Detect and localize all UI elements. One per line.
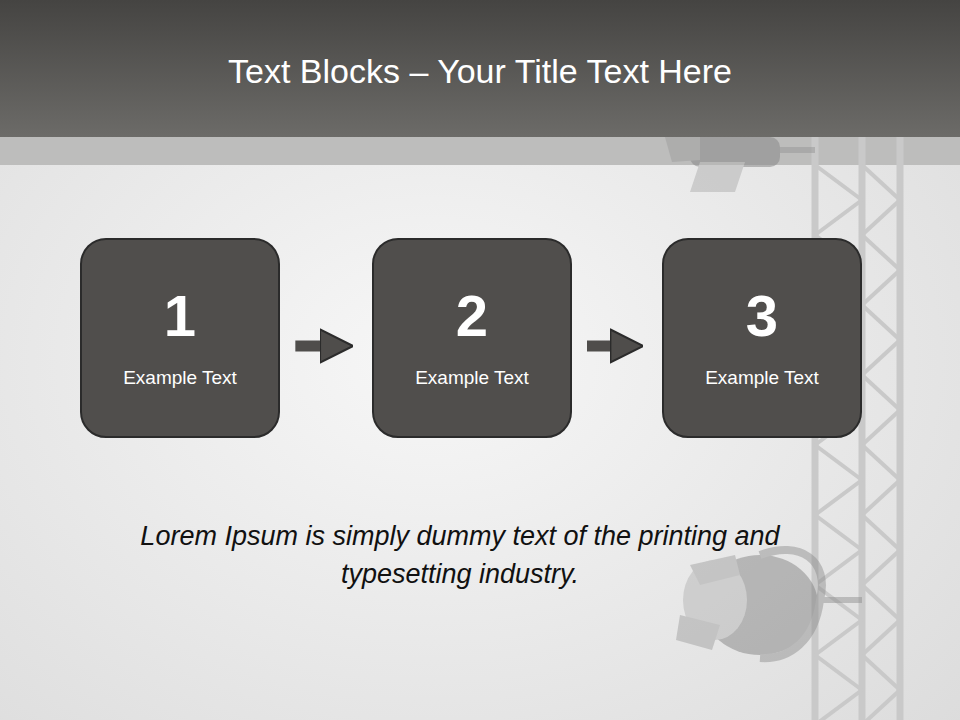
- step-label: Example Text: [415, 367, 529, 389]
- spotlight-top: [665, 137, 815, 192]
- flow-arrow: [587, 341, 617, 352]
- spotlight-bottom: [676, 550, 862, 658]
- flow-arrow: [295, 341, 326, 352]
- step-label: Example Text: [705, 367, 819, 389]
- process-box: 3Example Text: [662, 238, 862, 438]
- step-number: 1: [164, 287, 196, 345]
- header-band: [0, 0, 960, 137]
- step-number: 2: [456, 287, 488, 345]
- process-box: 1Example Text: [80, 238, 280, 438]
- process-box: 2Example Text: [372, 238, 572, 438]
- step-label: Example Text: [123, 367, 237, 389]
- caption-text: Lorem Ipsum is simply dummy text of the …: [110, 518, 810, 594]
- step-number: 3: [746, 287, 778, 345]
- slide-title: Text Blocks – Your Title Text Here: [0, 52, 960, 91]
